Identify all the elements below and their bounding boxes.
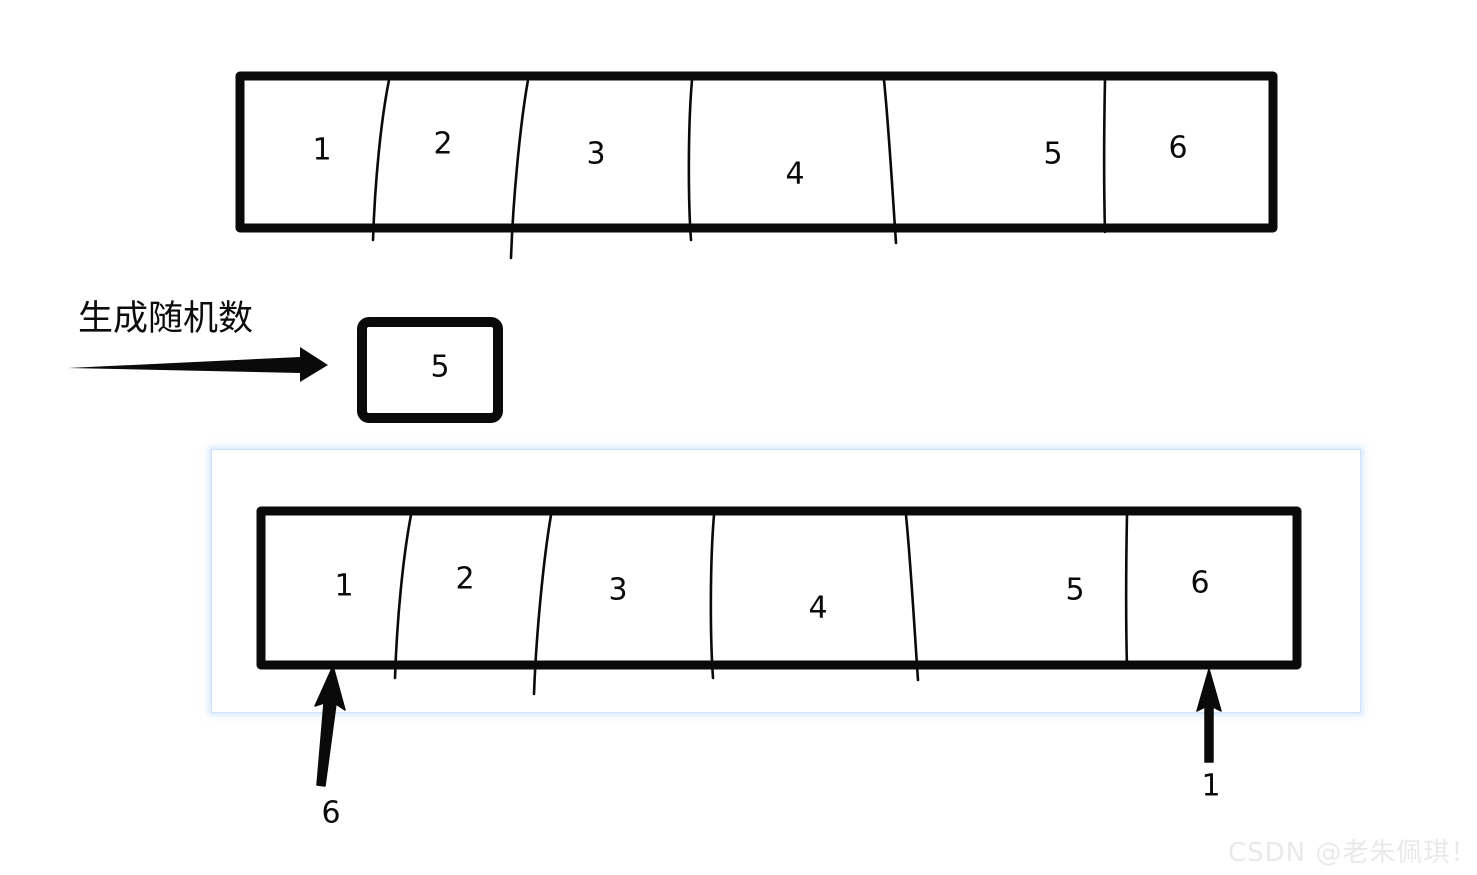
- right-pointer-arrow: [1196, 668, 1222, 763]
- bottom-cell-value-3: 3: [608, 573, 627, 608]
- top-divider-2: [509, 78, 530, 260]
- left-pointer-arrow: [314, 665, 346, 787]
- right-pointer-label: 1: [1201, 769, 1220, 804]
- bottom-divider-5: [1124, 513, 1129, 670]
- top-cell-value-6: 6: [1168, 131, 1187, 166]
- bottom-cell-value-6: 6: [1190, 566, 1209, 601]
- top-cell-value-1: 1: [312, 133, 331, 168]
- top-array: 1 2 3 4 5 6: [235, 71, 1278, 260]
- bottom-cell-value-1: 1: [334, 569, 353, 604]
- bottom-divider-3: [709, 513, 716, 680]
- top-cell-value-4: 4: [785, 157, 804, 192]
- bottom-divider-2: [532, 513, 553, 696]
- random-arrow: [68, 347, 328, 382]
- top-divider-3: [687, 78, 694, 242]
- random-box-outline: [357, 317, 503, 423]
- top-cell-value-3: 3: [586, 137, 605, 172]
- top-cell-value-2: 2: [433, 127, 452, 162]
- csdn-watermark: CSDN @老朱佩琪！: [1228, 838, 1477, 868]
- random-number-label: 生成随机数: [78, 299, 253, 339]
- random-box-value: 5: [430, 350, 449, 385]
- left-pointer-label: 6: [321, 796, 340, 831]
- bottom-cell-value-2: 2: [455, 562, 474, 597]
- top-divider-5: [1102, 78, 1107, 234]
- bottom-array: 1 2 3 4 5 6: [256, 506, 1302, 696]
- random-value-box: 5: [357, 317, 503, 423]
- bottom-divider-4: [904, 513, 920, 682]
- right-pointer: 1: [1196, 668, 1222, 804]
- bottom-divider-1: [393, 513, 413, 680]
- bottom-array-outline: [256, 506, 1302, 670]
- left-pointer: 6: [314, 665, 346, 831]
- top-cell-value-5: 5: [1043, 137, 1062, 172]
- bottom-cell-value-4: 4: [808, 591, 827, 626]
- top-divider-4: [882, 78, 898, 245]
- bottom-cell-value-5: 5: [1065, 573, 1084, 608]
- top-divider-1: [371, 78, 391, 242]
- top-array-outline: [235, 71, 1278, 233]
